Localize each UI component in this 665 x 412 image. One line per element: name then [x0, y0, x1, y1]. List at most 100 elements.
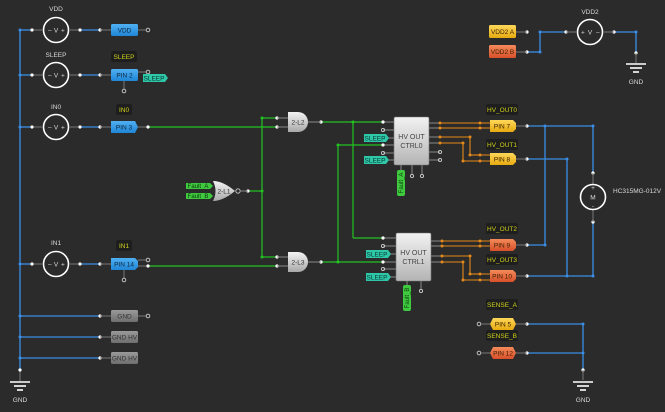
source-label: VDD — [49, 6, 63, 13]
pin-label: PIN 9 — [494, 243, 511, 250]
ground-icon: GND — [626, 53, 646, 86]
voltage-source-vdd2[interactable]: VDD2 + V – — [566, 9, 614, 46]
pin-tag: HV_OUT3 — [487, 257, 517, 264]
pin-9[interactable]: HV_OUT2 PIN 9 — [480, 223, 527, 251]
pin-3[interactable]: IN0 PIN 3 — [100, 104, 148, 133]
pin-label: PIN 2 — [116, 73, 133, 80]
source-label: IN0 — [51, 104, 62, 111]
source-label: IN1 — [51, 240, 62, 247]
pin-tag: HV_OUT1 — [487, 142, 517, 149]
net-label-fault-b-output[interactable]: Fault_B — [403, 281, 411, 311]
ground-icon: GND — [10, 378, 30, 404]
svg-text:SLEEP: SLEEP — [367, 275, 388, 282]
svg-text:-: - — [592, 203, 594, 210]
ground-label: GND — [13, 397, 28, 404]
ground-label: GND — [629, 79, 644, 86]
and-gate-l3[interactable]: 2-L3 — [277, 252, 321, 272]
source-symbol: V — [54, 28, 59, 35]
wires-logic — [148, 117, 383, 267]
motor-part-label: HC315MG-012V — [613, 188, 662, 195]
ground-icon: GND — [573, 370, 593, 404]
block-subtitle: CTRL0 — [400, 143, 422, 150]
svg-text:Fault_A: Fault_A — [188, 184, 209, 190]
and-gate-l2[interactable]: 2-L2 — [277, 112, 321, 132]
wires-hv-outputs — [440, 122, 480, 281]
ground-label: GND — [576, 397, 591, 404]
pin-label: VDD — [118, 28, 132, 35]
svg-text:+: + — [61, 125, 65, 132]
source-symbol: V — [588, 30, 593, 37]
junctions-left — [18, 28, 22, 360]
voltage-source-sleep[interactable]: SLEEP – V + — [42, 52, 70, 89]
block-title: HV OUT — [400, 250, 427, 257]
pin-tag: SENSE_B — [487, 333, 517, 340]
voltage-source-in1[interactable]: IN1 – V + — [42, 240, 70, 278]
voltage-source-vdd[interactable]: VDD – V + — [42, 6, 70, 44]
pin-label: GND HV — [112, 356, 138, 363]
svg-text:Fault_A: Fault_A — [399, 173, 405, 194]
gate-label: 2-L3 — [291, 260, 304, 267]
net-label-fault-b-input[interactable]: Fault_B — [186, 193, 213, 200]
svg-text:+: + — [61, 262, 65, 269]
pin-10[interactable]: HV_OUT3 PIN 10 — [480, 254, 527, 282]
svg-text:SLEEP: SLEEP — [367, 252, 388, 259]
svg-text:–: – — [48, 125, 52, 132]
pin-label: PIN 12 — [493, 351, 513, 358]
net-label-fault-a-output[interactable]: Fault_A — [397, 165, 405, 196]
plus-sign: + — [61, 28, 65, 35]
pin-vdd[interactable]: VDD — [100, 24, 151, 36]
nor-gate-l1[interactable]: 2-L1 — [213, 181, 248, 201]
pin-gnd[interactable]: GND — [100, 310, 151, 322]
svg-text:–: – — [48, 262, 52, 269]
pin-label: VDD2 B — [491, 49, 514, 56]
voltage-source-in0[interactable]: IN0 – V + — [42, 104, 70, 141]
pin-5[interactable]: SENSE_A PIN 5 — [476, 299, 527, 330]
motor[interactable]: + M - HC315MG-012V — [579, 173, 662, 222]
pin-label: PIN 5 — [495, 322, 512, 329]
pin-8[interactable]: HV_OUT1 PIN 8 — [480, 139, 527, 165]
source-label: VDD2 — [581, 9, 599, 16]
gate-label: 2-L1 — [217, 189, 230, 196]
wires-right — [527, 31, 637, 370]
pin-label: GND — [117, 314, 132, 321]
net-label-sleep[interactable]: SLEEP — [143, 74, 168, 83]
net-label-sleep-ctrl0-a[interactable]: SLEEP — [364, 134, 389, 143]
pin-7[interactable]: HV_OUT0 PIN 7 — [480, 104, 527, 132]
svg-text:–: – — [596, 30, 600, 37]
svg-text:+: + — [61, 73, 65, 80]
svg-text:SLEEP: SLEEP — [144, 76, 165, 83]
block-title: HV OUT — [398, 134, 425, 141]
pin-tag: IN0 — [119, 107, 130, 114]
pin-12[interactable]: SENSE_B PIN 12 — [476, 330, 527, 359]
pin-14[interactable]: IN1 PIN 14 — [100, 240, 151, 283]
hv-out-ctrl0-block[interactable]: HV OUT CTRL0 — [380, 116, 443, 179]
wires-left-power — [19, 29, 100, 370]
pin-tag: SENSE_A — [487, 302, 518, 309]
svg-text:Fault_B: Fault_B — [405, 288, 411, 309]
pin-label: PIN 14 — [114, 262, 134, 269]
pin-tag: HV_OUT0 — [487, 107, 517, 114]
source-symbol: V — [54, 262, 59, 269]
pin-label: PIN 10 — [492, 274, 512, 281]
source-label: SLEEP — [46, 52, 67, 59]
pin-label: PIN 3 — [116, 125, 133, 132]
minus-sign: – — [48, 28, 52, 35]
pin-2[interactable]: SLEEP PIN 2 — [100, 51, 151, 94]
net-label-sleep-ctrl1-a[interactable]: SLEEP — [366, 250, 391, 259]
net-label-sleep-ctrl1-b[interactable]: SLEEP — [366, 273, 391, 282]
source-symbol: V — [54, 73, 59, 80]
svg-text:+: + — [581, 30, 585, 37]
svg-text:SLEEP: SLEEP — [365, 136, 386, 143]
net-label-sleep-ctrl0-b[interactable]: SLEEP — [364, 156, 389, 165]
pin-vdd2-a[interactable]: VDD2 A — [489, 25, 527, 38]
pin-gnd-hv-2[interactable]: GND HV — [100, 352, 138, 364]
pin-gnd-hv-1[interactable]: GND HV — [100, 331, 138, 343]
hv-out-ctrl1-block[interactable]: HV OUT CTRL1 — [380, 232, 442, 294]
svg-text:Fault_B: Fault_B — [188, 194, 209, 200]
pin-vdd2-b[interactable]: VDD2 B — [489, 45, 527, 58]
pin-label: VDD2 A — [491, 29, 515, 36]
net-label-fault-a-input[interactable]: Fault_A — [186, 183, 213, 190]
pin-tag: SLEEP — [114, 54, 135, 61]
source-symbol: V — [54, 125, 59, 132]
